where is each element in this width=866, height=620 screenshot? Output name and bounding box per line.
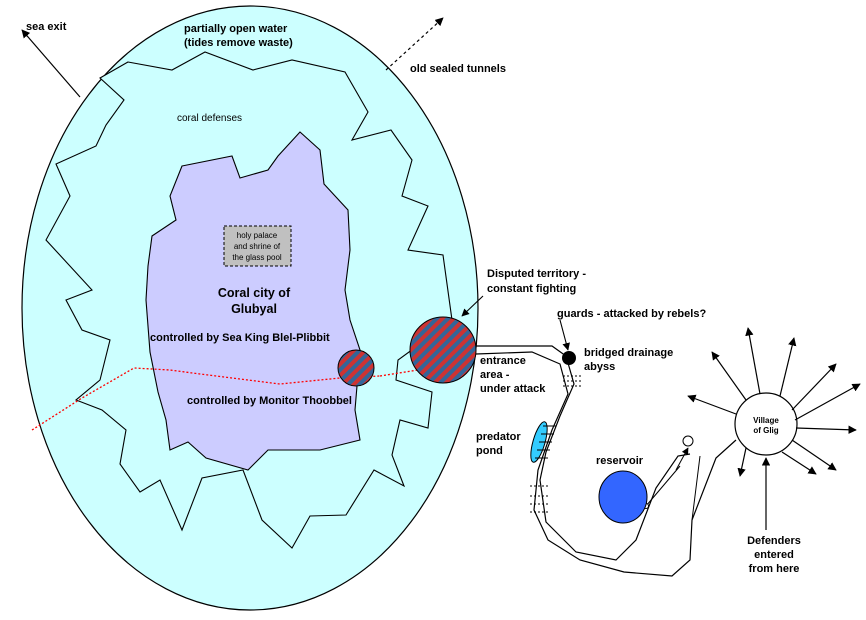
predator-label-2: pond	[476, 445, 503, 457]
guards-label: guards - attacked by rebels?	[557, 308, 706, 320]
entrance-label-1: entrance	[480, 355, 526, 367]
drainage-abyss	[562, 351, 576, 365]
disputed-territory-circle	[409, 316, 477, 384]
palace-label-1: holy palace	[237, 231, 278, 240]
defenders-label-3: from here	[749, 563, 800, 575]
controlled-king-label: controlled by Sea King Blel-Plibbit	[150, 332, 330, 344]
bridge-ticks-top	[563, 375, 583, 387]
coral-city-region	[145, 131, 361, 471]
old-tunnels-label: old sealed tunnels	[410, 63, 506, 75]
old-tunnels-arrow	[385, 17, 444, 71]
reservoir-tube	[645, 465, 681, 507]
disputed-label-1: Disputed territory -	[487, 268, 586, 280]
defenders-label-2: entered	[754, 549, 794, 561]
small-node	[682, 435, 694, 447]
defenders-label-1: Defenders	[747, 535, 801, 547]
coral-defenses-label: coral defenses	[177, 113, 242, 124]
small-disputed-circle	[337, 349, 375, 387]
corridor-inner	[475, 351, 737, 577]
open-water-label-1: partially open water	[184, 23, 288, 35]
corridor-branch	[691, 455, 701, 521]
control-boundary-line	[31, 367, 381, 431]
sea-exit-label: sea exit	[26, 21, 67, 33]
pond-ticks	[535, 425, 556, 459]
bridge-ticks-bottom	[530, 485, 550, 513]
guards-arrow	[559, 319, 570, 351]
palace-label-3: the glass pool	[232, 253, 282, 262]
village-circle	[734, 392, 798, 456]
palace-label-2: and shrine of	[234, 242, 281, 251]
controlled-monitor-label: controlled by Monitor Thoobbel	[187, 395, 352, 407]
city-title-2: Glubyal	[231, 302, 277, 316]
sea-exit-arrow	[21, 29, 81, 98]
reservoir-pool	[598, 470, 648, 524]
bridged-label-1: bridged drainage	[584, 347, 673, 359]
disputed-label-2: constant fighting	[487, 283, 576, 295]
village-arrows	[687, 327, 861, 530]
boundary-to-disputed	[379, 369, 419, 377]
bridged-label-2: abyss	[584, 361, 615, 373]
open-water-label-2: (tides remove waste)	[184, 37, 293, 49]
reservoir-label: reservoir	[596, 455, 644, 467]
village-label-1: Village	[753, 416, 779, 425]
entrance-label-2: area -	[480, 369, 510, 381]
tube-arrow	[675, 447, 689, 471]
disputed-label-arrow	[461, 295, 484, 317]
village-label-2: of Glig	[753, 426, 778, 435]
palace-box	[223, 225, 292, 267]
predator-label-1: predator	[476, 431, 521, 443]
entrance-label-3: under attack	[480, 383, 546, 395]
city-title-1: Coral city of	[218, 286, 291, 300]
